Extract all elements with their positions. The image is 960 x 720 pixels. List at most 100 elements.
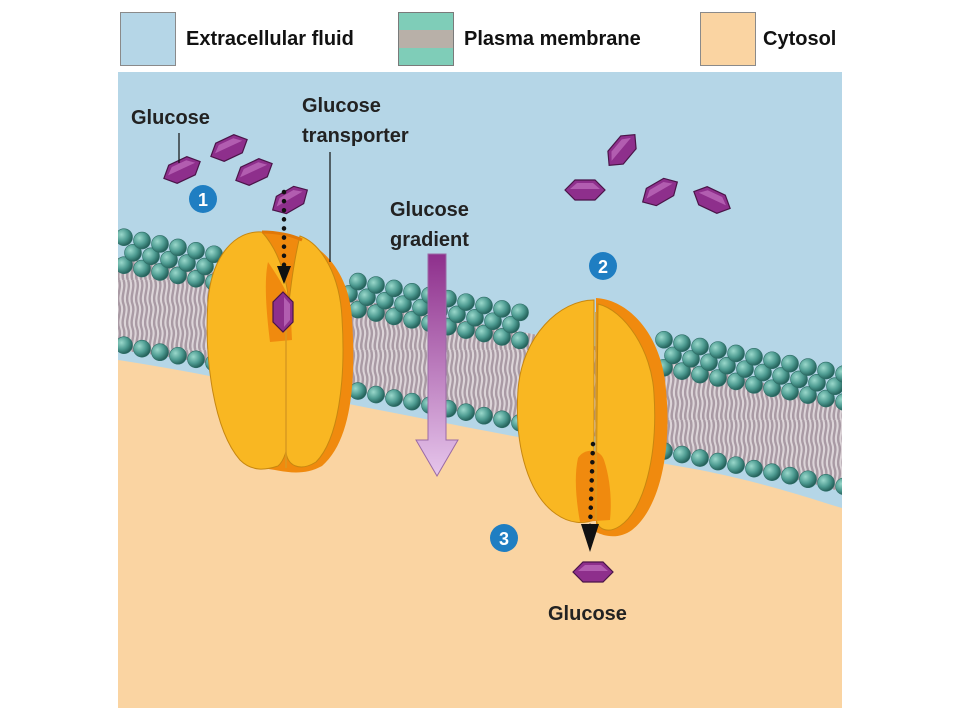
lipid-head — [403, 392, 421, 411]
lipid-head — [457, 293, 475, 311]
lipid-head — [835, 477, 842, 495]
lipid-head — [394, 295, 412, 313]
glucose-hexagon-icon — [564, 179, 606, 201]
lipid-head — [691, 365, 709, 384]
lipid-head — [745, 376, 763, 394]
glucose-hexagon-icon — [210, 134, 248, 162]
lipid-head — [124, 244, 142, 262]
glucose-label-top: Glucose — [131, 107, 210, 129]
lipid-head — [745, 348, 763, 366]
lipid-head — [133, 339, 151, 358]
lipid-head — [448, 305, 466, 324]
lipid-head — [475, 324, 493, 343]
lipid-head — [799, 470, 817, 489]
lipid-head — [151, 343, 169, 362]
lipid-head — [709, 341, 727, 359]
lipid-head — [151, 235, 169, 253]
cytosol-legend-label: Cytosol — [763, 28, 837, 50]
lipid-head — [727, 456, 745, 474]
lipid-head — [385, 279, 403, 298]
lipid-head — [763, 463, 781, 481]
lipid-head — [169, 346, 187, 365]
lipid-head — [664, 346, 682, 365]
lipid-head — [835, 393, 842, 411]
glucose-hexagon-icon — [607, 134, 637, 166]
lipid-head — [502, 315, 520, 334]
lipid-head — [169, 266, 187, 285]
gradient-arrow-icon — [415, 253, 459, 477]
lipid-head — [709, 369, 727, 387]
lipid-head — [682, 350, 700, 368]
glucose-hexagon-icon — [641, 177, 679, 207]
glucose-transporter-open-outside — [206, 230, 354, 473]
step-1-badge: 1 — [189, 185, 217, 213]
svg-text:2: 2 — [598, 257, 608, 277]
glucose-label-bottom: Glucose — [548, 603, 627, 625]
lipid-head — [673, 362, 691, 380]
lipid-head — [385, 389, 403, 407]
lipid-head — [385, 307, 403, 326]
lipid-head — [133, 231, 151, 250]
lipid-head — [151, 263, 169, 281]
lipid-head — [673, 334, 691, 352]
svg-text:1: 1 — [198, 190, 208, 210]
lipid-head — [673, 445, 691, 464]
lipid-head — [403, 311, 421, 329]
glucose-hexagon-icon — [235, 158, 273, 186]
lipid-head — [745, 459, 763, 478]
extracellular-fluid-legend-label: Extracellular fluid — [186, 28, 354, 50]
lipid-head — [367, 304, 385, 322]
lipid-head — [718, 356, 736, 375]
transporter-label-line1: Glucose — [302, 95, 381, 117]
lipid-head — [466, 309, 484, 327]
lipid-head — [799, 386, 817, 404]
lipid-head — [799, 358, 817, 376]
lipid-head — [142, 247, 160, 266]
lipid-head — [160, 250, 178, 269]
svg-text:3: 3 — [499, 529, 509, 549]
gradient-label-line2: gradient — [390, 229, 469, 251]
plasma-membrane-swatch — [398, 12, 454, 66]
glucose-exit-path — [581, 441, 599, 552]
lipid-head — [655, 330, 673, 349]
plasma-membrane-legend-label: Plasma membrane — [464, 28, 641, 50]
lipid-head — [475, 296, 493, 315]
step-2-badge: 2 — [589, 252, 617, 280]
cytosol-swatch — [700, 12, 756, 66]
lipid-head — [808, 374, 826, 392]
lipid-head — [178, 254, 196, 272]
lipid-head — [754, 363, 772, 382]
lipid-head — [196, 257, 214, 276]
lipid-head — [826, 377, 842, 396]
lipid-head — [367, 385, 385, 404]
lipid-head — [817, 389, 835, 408]
lipid-head — [727, 372, 745, 391]
lipid-head — [118, 336, 133, 354]
lipid-head — [169, 238, 187, 257]
lipid-head — [358, 288, 376, 307]
lipid-head — [493, 300, 511, 318]
lipid-head — [118, 228, 133, 246]
lipid-head — [511, 303, 529, 322]
lipid-head — [763, 351, 781, 370]
lipid-head — [187, 270, 205, 288]
lipid-head — [781, 466, 799, 485]
glucose-transporter-open-inside — [516, 298, 668, 537]
lipid-head — [457, 403, 475, 422]
lipid-head — [493, 410, 511, 429]
lipid-head — [493, 328, 511, 346]
glucose-hexagon-icon — [693, 186, 731, 214]
lipid-head — [763, 379, 781, 398]
lipid-head — [772, 367, 790, 385]
glucose-hexagon-icon — [272, 291, 294, 333]
lipid-head — [484, 312, 502, 331]
lipid-head — [403, 283, 421, 301]
lipid-head — [736, 360, 754, 378]
lipid-head — [691, 337, 709, 356]
glucose-entry-path — [277, 189, 291, 284]
step-3-badge: 3 — [490, 524, 518, 552]
lipid-head — [367, 276, 385, 294]
lipid-head — [187, 242, 205, 260]
extracellular-fluid-swatch — [120, 12, 176, 66]
